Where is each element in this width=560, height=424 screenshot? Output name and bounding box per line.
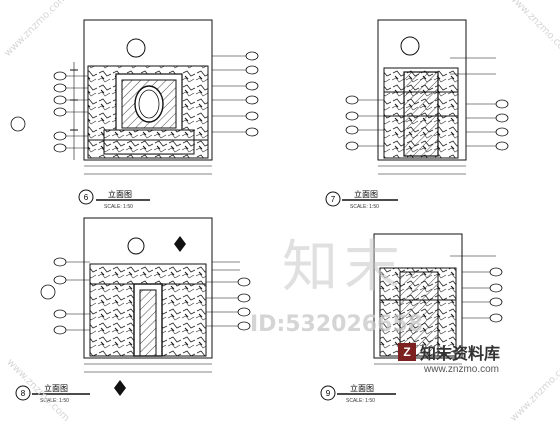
panel-6-title: 立面图 xyxy=(108,189,132,199)
elevation-panel-7: 7 立面图 SCALE: 1:50 xyxy=(325,19,509,210)
panel-9-title: 立面图 xyxy=(350,383,374,393)
brand-logo: Z 知末资料库 xyxy=(398,340,500,364)
brand-url: www.znzmo.com xyxy=(424,364,500,375)
panel-6-number: 6 xyxy=(84,193,89,202)
elevation-panel-6: 6 立面图 SCALE: 1:50 xyxy=(10,19,259,210)
callout-bubbles-9 xyxy=(489,267,503,323)
panel-8-number: 8 xyxy=(21,389,26,398)
panel-9-scale: SCALE: 1:50 xyxy=(346,398,375,404)
panel-6-scale: SCALE: 1:50 xyxy=(104,204,133,210)
brand-name: 知末资料库 xyxy=(420,344,501,363)
brand-mark-icon: Z xyxy=(398,343,416,361)
panel-8-scale: SCALE: 1:50 xyxy=(40,398,69,404)
panel-7-scale: SCALE: 1:50 xyxy=(350,204,379,210)
panel-7-number: 7 xyxy=(331,195,336,204)
panel-7-title: 立面图 xyxy=(354,189,378,199)
panel-9-number: 9 xyxy=(326,389,331,398)
callout-bubbles-right-6 xyxy=(245,51,259,137)
elevation-panel-8: 8 立面图 SCALE: 1:50 xyxy=(15,217,251,404)
elevation-panel-9: 9 立面图 SCALE: 1:50 xyxy=(320,233,503,404)
callout-bubbles-left-6 xyxy=(10,71,67,153)
panel-8-title: 立面图 xyxy=(44,383,68,393)
